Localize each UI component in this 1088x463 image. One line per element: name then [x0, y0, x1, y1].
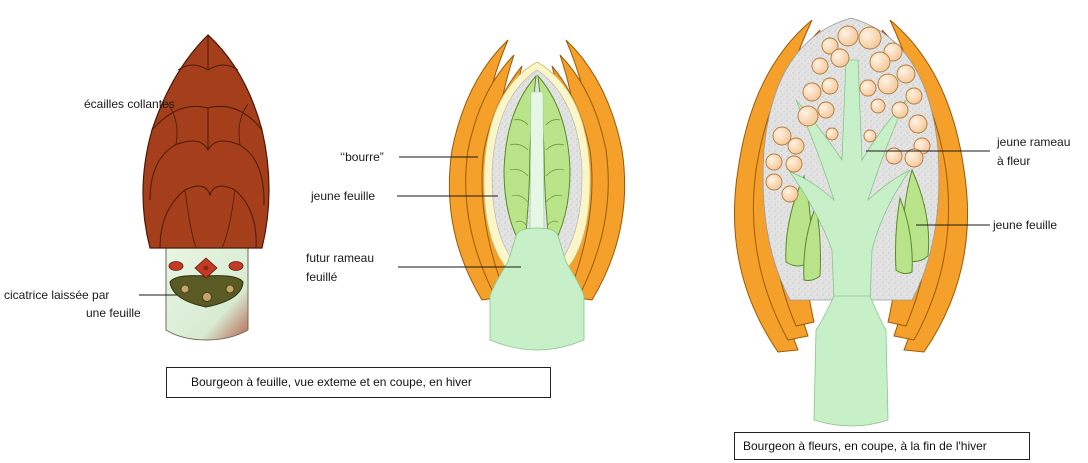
label-futur-rameau-line1: futur rameau: [306, 250, 374, 267]
label-jeune-rameau-line1: jeune rameau: [997, 134, 1070, 151]
label-jeune-feuille-1: jeune feuille: [311, 188, 375, 205]
label-jeune-feuille-2: jeune feuille: [993, 217, 1057, 234]
leaf-bud-section: [449, 40, 624, 350]
label-ecailles-collantes: écailles collantes: [84, 96, 175, 113]
caption-flower-bud: Bourgeon à fleurs, en coupe, à la fin de…: [734, 432, 1030, 460]
label-futur-rameau-line2: feuillé: [306, 269, 337, 286]
caption-leaf-bud: Bourgeon à feuille, vue exteme et en cou…: [166, 367, 551, 398]
label-cicatrice-line1: cicatrice laissée par: [4, 287, 109, 304]
external-leaf-bud: [143, 35, 269, 340]
bud-scales: [143, 35, 269, 248]
label-jeune-rameau-line2: à fleur: [997, 153, 1030, 170]
flower-bud-section: [734, 18, 967, 426]
label-bourre: ‘‘bourre”: [340, 149, 384, 166]
label-cicatrice-line2: une feuille: [86, 305, 141, 322]
